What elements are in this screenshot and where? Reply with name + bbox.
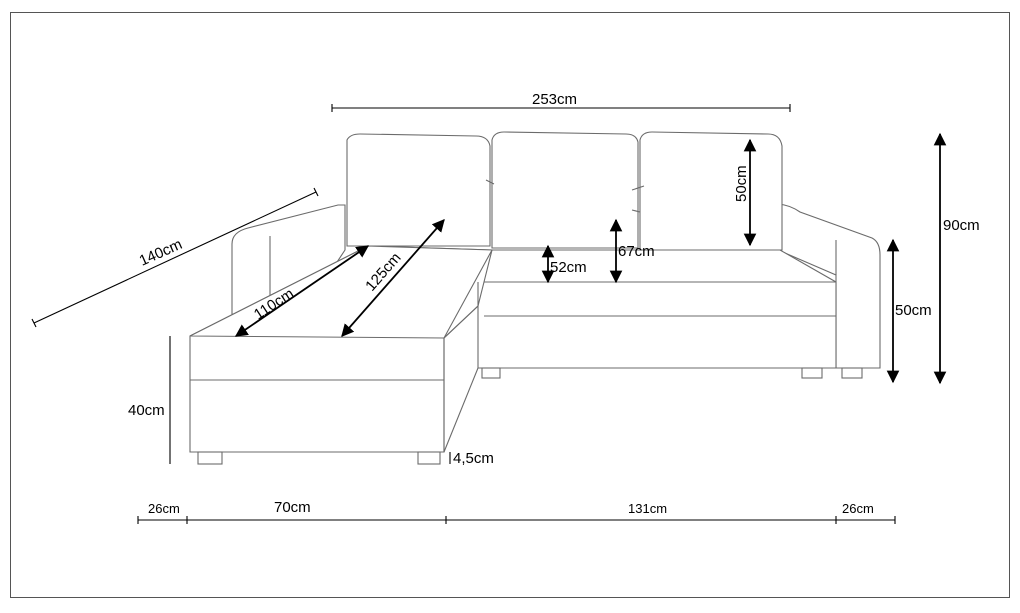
label-26-right: 26cm [842,501,874,516]
label-131: 131cm [628,501,667,516]
back-cushion-middle [491,131,639,249]
label-4-5: 4,5cm [453,450,494,467]
label-50-back: 50cm [733,165,750,202]
cushion-wrinkles [485,179,645,213]
label-26-left: 26cm [148,501,180,516]
dim-line-140 [33,191,317,324]
label-40: 40cm [128,402,165,419]
back-cushion-left [346,133,491,247]
label-70: 70cm [274,499,311,516]
leg-main-right [801,367,823,379]
chaise-side-bottom [443,367,479,453]
label-67: 67cm [618,243,655,260]
right-armrest [777,203,881,369]
leg-chaise-right [417,451,441,465]
label-52: 52cm [550,259,587,276]
label-253: 253cm [532,91,577,108]
dimension-lines [31,104,947,524]
back-cushion-right [639,131,783,251]
leg-main-left [481,367,501,379]
main-seat [477,249,837,369]
label-90: 90cm [943,217,980,234]
label-50-arm: 50cm [895,302,932,319]
leg-chaise-left [197,451,223,465]
leg-right-arm [841,367,863,379]
chaise-side-top [443,282,479,339]
dim-arrow-125 [341,219,445,337]
